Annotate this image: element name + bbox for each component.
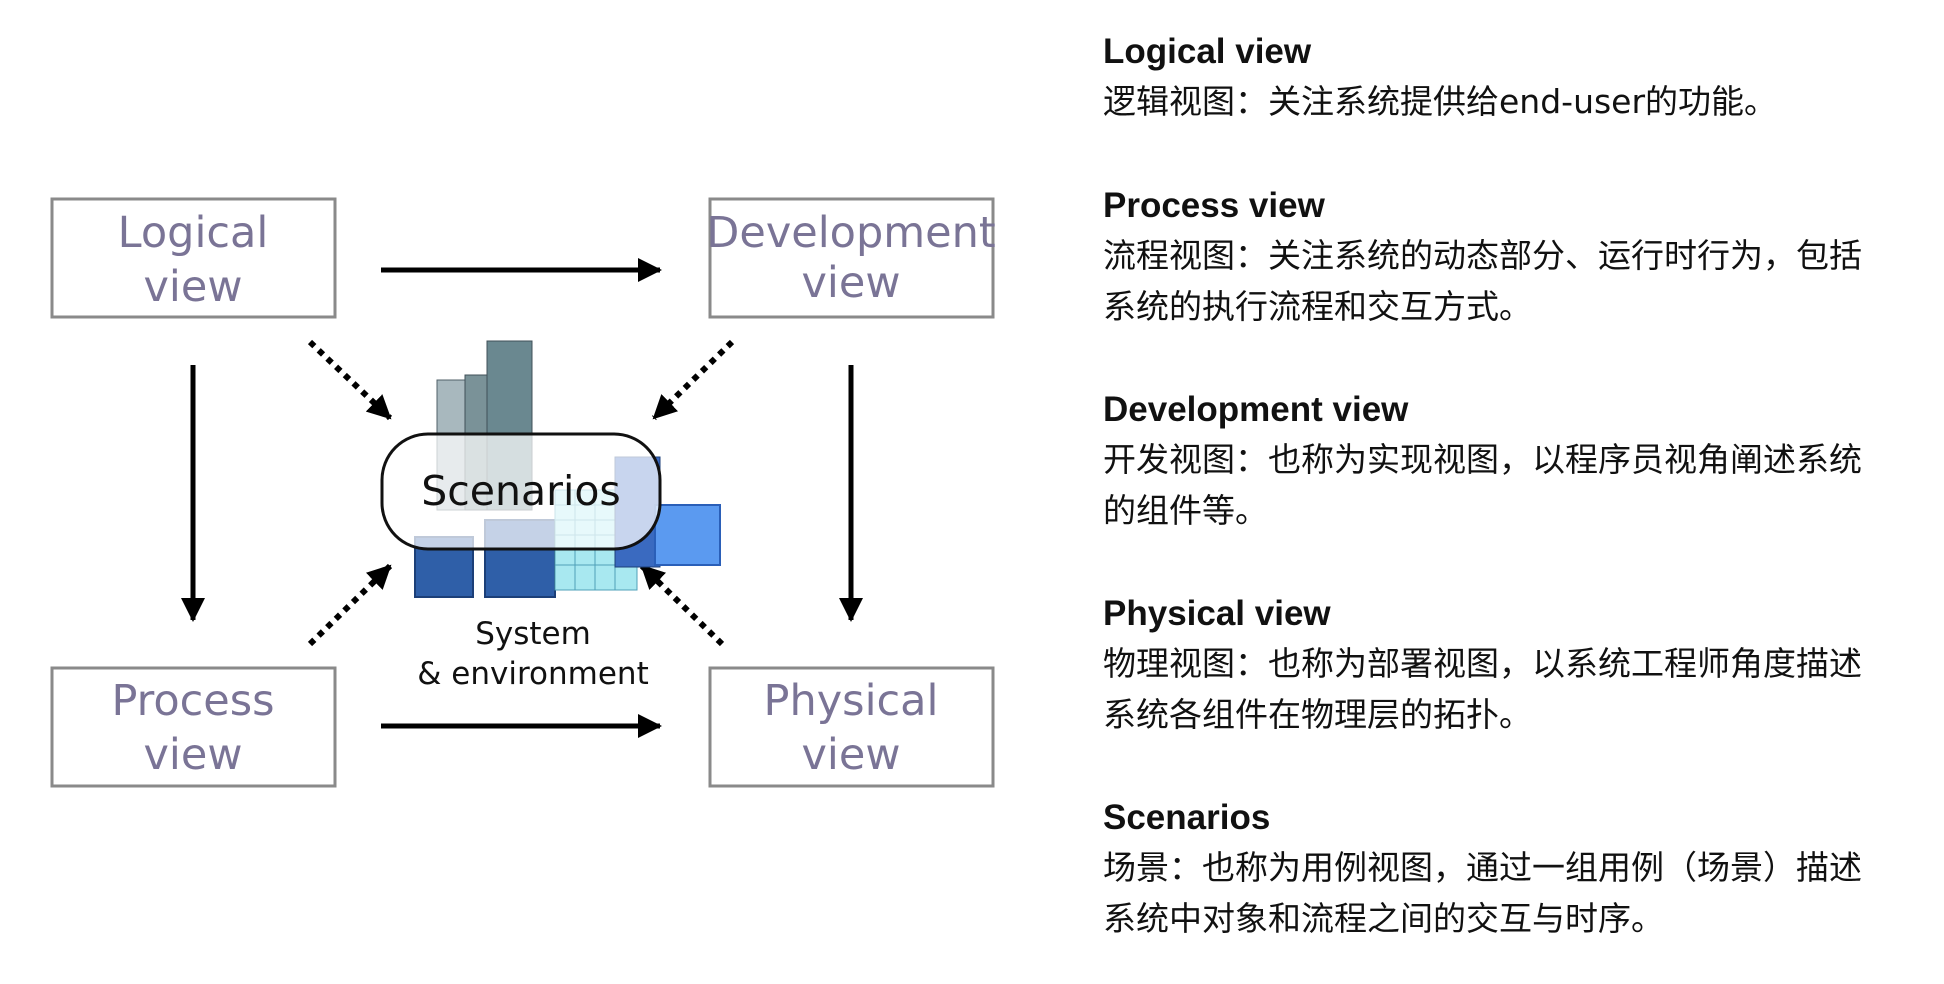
description-text: 物理视图：也称为部署视图，以系统工程师角度描述系统各组件在物理层的拓扑。 <box>1103 644 1862 734</box>
description-text: 流程视图：关注系统的动态部分、运行时行为，包括系统的执行流程和交互方式。 <box>1103 236 1862 326</box>
description-title: Process view <box>1103 186 1325 225</box>
description-text: 逻辑视图：关注系统提供给end-user的功能。 <box>1103 82 1778 121</box>
process-view-label-line1: Process <box>111 676 274 726</box>
development-view-label-line2: view <box>801 258 900 308</box>
dotted-arrow-logical-to-scenarios <box>307 339 393 421</box>
logical-view-label-line2: view <box>143 262 242 312</box>
scenarios-pill: Scenarios <box>380 432 662 551</box>
architecture-4plus1-diagram: Logical view Development view Process vi… <box>50 197 996 788</box>
dotted-arrow-development-to-scenarios <box>651 339 735 421</box>
scenarios-label: Scenarios <box>421 467 621 515</box>
description-process-view: Process view 流程视图：关注系统的动态部分、运行时行为，包括系统的执… <box>1103 184 1903 332</box>
description-title: Logical view <box>1103 32 1312 71</box>
dotted-arrow-process-to-scenarios <box>307 563 393 647</box>
logical-view-box: Logical view <box>50 197 337 319</box>
physical-view-label-line1: Physical <box>764 676 939 726</box>
description-title: Scenarios <box>1103 798 1271 837</box>
description-scenarios: Scenarios 场景：也称为用例视图，通过一组用例（场景）描述系统中对象和流… <box>1103 796 1903 944</box>
development-view-box: Development view <box>706 197 996 319</box>
description-logical-view: Logical view 逻辑视图：关注系统提供给end-user的功能。 <box>1103 30 1903 127</box>
description-text: 开发视图：也称为实现视图，以程序员视角阐述系统的组件等。 <box>1103 440 1862 530</box>
process-view-box: Process view <box>50 666 337 788</box>
dotted-arrow-physical-to-scenarios <box>639 563 725 647</box>
description-title: Physical view <box>1103 594 1331 633</box>
description-text: 场景：也称为用例视图，通过一组用例（场景）描述系统中对象和流程之间的交互与时序。 <box>1103 848 1862 938</box>
physical-view-label-line2: view <box>801 730 900 780</box>
logical-view-label-line1: Logical <box>118 208 269 258</box>
system-label-line1: System <box>475 616 591 652</box>
description-development-view: Development view 开发视图：也称为实现视图，以程序员视角阐述系统… <box>1103 388 1903 536</box>
system-label-line2: & environment <box>417 656 648 692</box>
process-view-label-line2: view <box>143 730 242 780</box>
description-title: Development view <box>1103 390 1409 429</box>
physical-view-box: Physical view <box>708 666 995 788</box>
description-physical-view: Physical view 物理视图：也称为部署视图，以系统工程师角度描述系统各… <box>1103 592 1903 740</box>
development-view-label-line1: Development <box>706 208 995 258</box>
